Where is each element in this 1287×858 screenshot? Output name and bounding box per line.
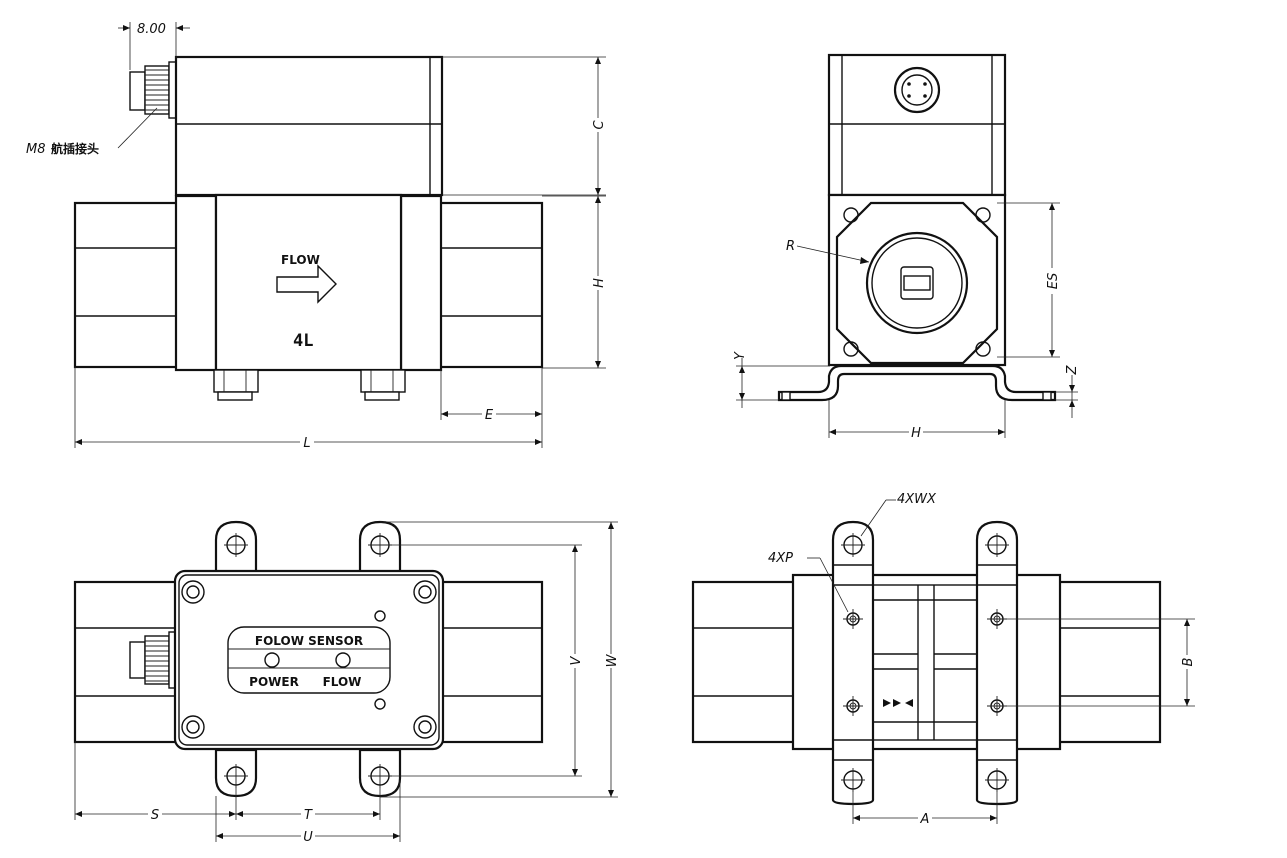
flow-arrow-icon [276,264,337,304]
dim-C-text: C [592,120,607,130]
callout-4xwx: 4XWX [860,492,937,537]
dim-Y-text: Y [733,351,748,360]
dim-S: S [74,742,237,823]
dim-8-text: 8.00 [137,22,166,37]
dim-T: T [236,788,381,823]
top-connector-thread [129,631,177,689]
callout-4xp: 4XP [768,551,849,613]
cover-screws [181,580,437,739]
panel-title: FOLOW SENSOR [255,634,363,648]
dim-W-text: W [605,653,620,667]
bottom-view: 4XWX 4XP B A [691,492,1196,827]
dim-E-text: E [485,408,494,423]
mounting-bracket [777,364,1057,402]
flow-label: FLOW [281,253,320,267]
dim-V: V [380,544,584,777]
dim-C: C [442,56,607,196]
dim-V-text: V [569,655,584,665]
dim-B: B [997,618,1196,707]
dim-A-text: A [920,812,930,827]
side-view: R ES Y Z [733,53,1080,441]
side-connector-icon [893,66,941,114]
dim-Y: Y [733,351,830,408]
indicator-panel [227,626,391,694]
power-led-icon [264,652,280,668]
dim-H-front-text: H [592,278,607,288]
dim-U: U [215,780,401,845]
bracket-holes [841,533,1009,792]
dim-E: E [440,367,543,423]
dim-L-text: L [303,436,310,451]
pipe-bore [865,231,969,335]
hole-wx-label: 4XWX [897,492,937,507]
housing-top [174,55,444,197]
dim-ES-text: ES [1046,273,1061,289]
dim-U-text: U [303,830,313,845]
bottom-flow-arrow-icon [883,699,913,707]
dim-R-text: R [786,239,795,254]
dim-H-front: H [542,195,607,369]
hole-p-label: 4XP [768,551,793,566]
top-view: FOLOW SENSOR POWER FLOW V W [73,520,620,845]
dim-L: L [74,367,543,451]
dim-T-text: T [304,808,313,823]
side-housing [827,53,1007,197]
dim-S-text: S [151,808,159,823]
model-label: 4L [293,331,313,351]
flow-led-icon [335,652,351,668]
top-cover [173,569,445,751]
flow-led-label: FLOW [323,675,362,689]
dim-Z: Z [1055,364,1080,418]
power-label: POWER [249,675,299,689]
dim-8: 8.00 [118,22,190,70]
m8-connector-thread [129,61,177,119]
dim-H-side-text: H [911,426,921,441]
connector-prefix: M8 [26,142,46,157]
dim-H-side: H [828,400,1006,441]
dim-W: W [380,521,620,798]
octagon-flange [835,201,999,365]
dim-A: A [852,792,998,827]
dim-Z-text: Z [1065,364,1080,375]
center-block [214,193,403,372]
front-view: FLOW 4L 8.00 M8 航插接头 C [26,22,607,451]
connector-callout: M8 航插接头 [26,107,158,157]
dim-B-text: B [1181,657,1196,666]
dim-ES: ES [997,202,1061,358]
connector-cn-label: 航插接头 [51,141,99,156]
dim-R: R [786,239,870,264]
